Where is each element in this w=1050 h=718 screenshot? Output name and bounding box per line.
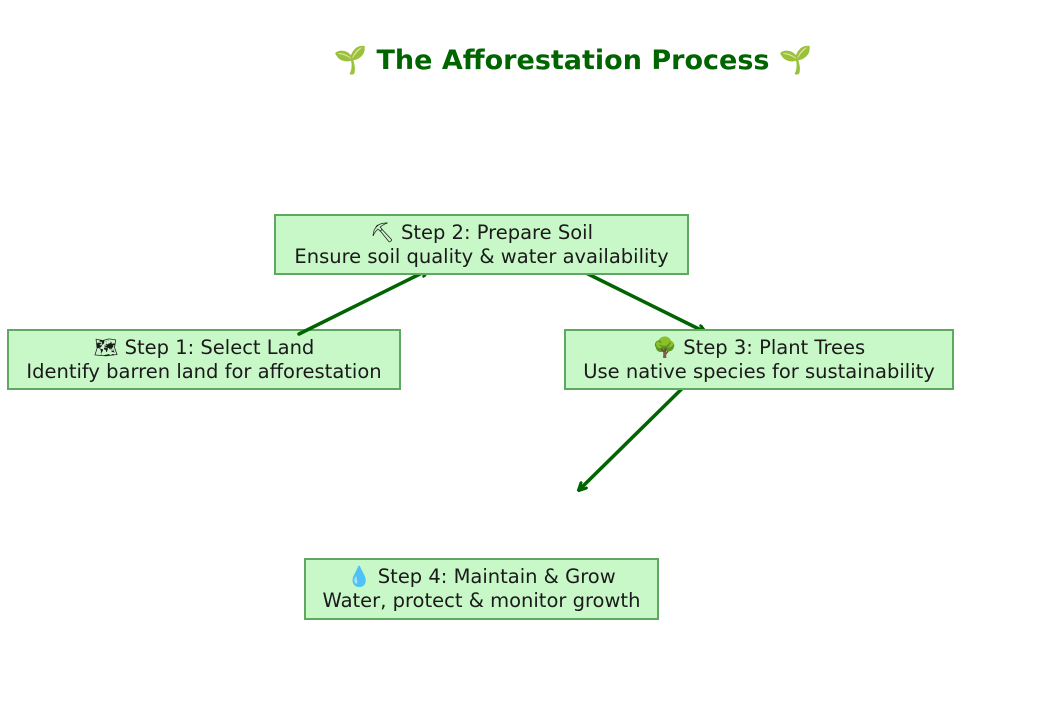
step-2-description: Ensure soil quality & water availability (294, 244, 669, 268)
step-3-box: 🌳 Step 3: Plant Trees Use native species… (564, 329, 954, 390)
step-3-description: Use native species for sustainability (583, 359, 935, 383)
diagram-title: 🌱 The Afforestation Process 🌱 (333, 45, 813, 76)
step-3-heading: 🌳 Step 3: Plant Trees (652, 335, 866, 359)
step-1-heading: 🗺 Step 1: Select Land (93, 335, 315, 359)
step-1-box: 🗺 Step 1: Select Land Identify barren la… (7, 329, 401, 390)
arrow-step-2-to-step-3 (574, 266, 705, 332)
step-2-heading: ⛏ Step 2: Prepare Soil (370, 220, 593, 244)
step-4-description: Water, protect & monitor growth (322, 589, 641, 612)
step-2-box: ⛏ Step 2: Prepare Soil Ensure soil quali… (274, 214, 689, 275)
step-4-heading: 💧 Step 4: Maintain & Grow (347, 565, 616, 588)
step-1-description: Identify barren land for afforestation (26, 359, 382, 383)
arrow-step-1-to-step-2 (297, 270, 428, 336)
step-4-box: 💧 Step 4: Maintain & Grow Water, protect… (304, 558, 659, 620)
